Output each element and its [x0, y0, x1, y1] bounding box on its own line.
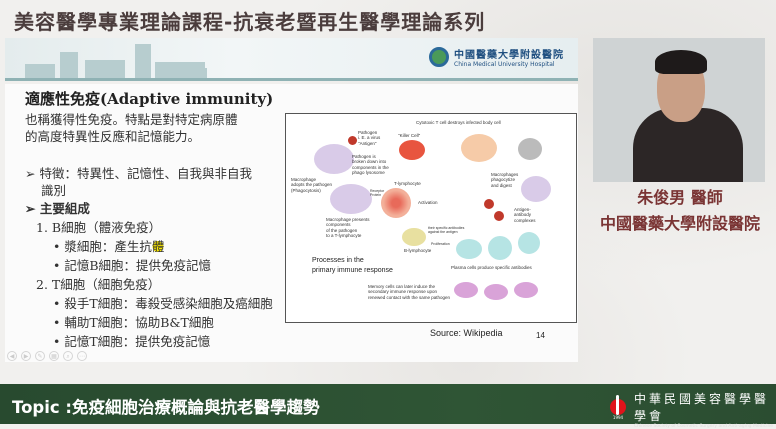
society-name-zh: 中華民國美容醫學醫學會 — [634, 392, 770, 423]
memory-cell — [454, 282, 478, 298]
pointer-highlight: 體 — [151, 239, 165, 254]
more-options-icon[interactable]: ⋯ — [77, 351, 87, 361]
macrophage-cell — [521, 176, 551, 202]
pathogen-cell — [348, 136, 357, 145]
arrow-bullet-icon: ➢ — [25, 166, 40, 181]
plasma-cell — [488, 236, 512, 260]
helper-t-text: 輔助T細胞：協助B&T細胞 — [64, 315, 214, 330]
next-slide-icon[interactable]: ▶ — [21, 351, 31, 361]
speaker-webcam — [593, 38, 765, 182]
memory-b-text: 記憶B細胞：提供免疫記憶 — [64, 258, 212, 273]
label-killer-cell: "Killer Cell" — [398, 133, 421, 138]
hospital-name-en: China Medical University Hospital — [454, 61, 555, 68]
pen-icon[interactable]: ✎ — [35, 351, 45, 361]
arrow-bullet-icon: ➢ — [25, 201, 40, 216]
features-text: 特徵：特異性、記憶性、自我與非自我 — [39, 166, 252, 181]
topic-title: Topic :免疫細胞治療概論與抗老醫學趨勢 — [12, 398, 320, 417]
memory-cell — [484, 284, 508, 300]
society-emblem-icon — [610, 395, 626, 415]
zoom-icon[interactable]: ⌕ — [63, 351, 73, 361]
slides-grid-icon[interactable]: ▦ — [49, 351, 59, 361]
killer-cell — [399, 140, 425, 160]
slide-toolbar: ◀ ▶ ✎ ▦ ⌕ ⋯ — [7, 351, 87, 361]
infected-cell — [461, 134, 497, 162]
macrophage-cell — [314, 144, 354, 174]
antigen-complex — [494, 211, 504, 221]
course-title: 美容醫學專業理論課程-抗衰老暨再生醫學理論系列 — [14, 10, 486, 34]
components-text: 主要組成 — [39, 201, 90, 216]
label-t-lymphocyte: T-lymphocyte — [394, 181, 421, 186]
plasma-cell-text: 漿細胞：產生抗 — [64, 239, 152, 254]
intro-line-1: 也稱獲得性免疫。特點是對特定病原體 — [25, 112, 238, 127]
macrophage-cell — [330, 184, 372, 214]
features-text-cont: 識別 — [41, 183, 67, 198]
page-number: 14 — [536, 331, 545, 340]
destroyed-cell — [518, 138, 542, 160]
antigen-complex — [484, 199, 494, 209]
memory-t-text: 記憶T細胞：提供免疫記憶 — [64, 334, 211, 349]
b-lymphocyte-cell — [402, 228, 426, 246]
source-caption: Source: Wikipedia — [430, 328, 503, 338]
previous-slide-icon[interactable]: ◀ — [7, 351, 17, 361]
slide-content: 適應性免疫(Adaptive immunity) 也稱獲得性免疫。特點是對特定病… — [5, 84, 578, 362]
hospital-emblem-icon — [429, 47, 449, 67]
b-cell-title: 1. B細胞（體液免疫） — [36, 220, 162, 235]
speaker-hair — [655, 50, 707, 74]
plasma-cell — [518, 232, 540, 254]
label-plasma: Plasma cells produce specific antibodies — [451, 265, 532, 270]
label-activation: Activation — [418, 200, 438, 205]
killer-t-text: 殺手T細胞：毒殺受感染細胞及癌細胞 — [64, 296, 273, 311]
society-name-en: Chinese Society of Cosmetic Surgery and … — [634, 424, 774, 429]
hospital-banner: 中國醫藥大學附設醫院 China Medical University Hosp… — [5, 38, 578, 81]
t-lymphocyte-cell — [381, 188, 411, 218]
memory-cell — [514, 282, 538, 298]
hospital-logo: 中國醫藥大學附設醫院 China Medical University Hosp… — [429, 46, 564, 68]
label-cytotoxic: Cytotoxic T cell destroys infected body … — [416, 120, 501, 125]
speaker-name: 朱俊男 醫師 — [637, 188, 723, 207]
t-cell-title: 2. T細胞（細胞免疫） — [36, 277, 161, 292]
hospital-name-zh: 中國醫藥大學附設醫院 — [454, 50, 564, 61]
plasma-cell — [456, 239, 482, 259]
slide-heading: 適應性免疫(Adaptive immunity) — [25, 90, 274, 108]
society-year: 1994 — [612, 415, 624, 420]
label-proliferation: Proliferation — [431, 242, 450, 246]
label-b-lymphocyte: B-lymphocyte — [404, 248, 432, 253]
intro-line-2: 的高度特異性反應和記憶能力。 — [25, 129, 201, 144]
speaker-affiliation: 中國醫藥大學附設醫院 — [599, 214, 760, 233]
